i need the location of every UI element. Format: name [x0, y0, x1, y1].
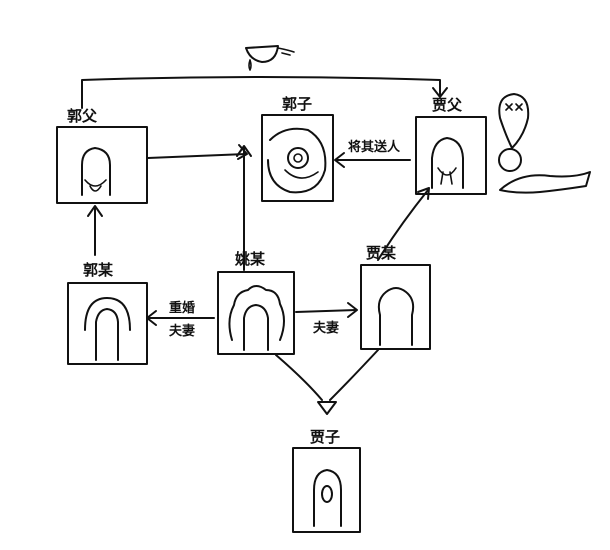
label-jia-mou: 贾某 [366, 244, 397, 262]
dead-face-icon [498, 93, 530, 149]
node-yao-mou [217, 271, 295, 355]
label-jia-son: 贾子 [310, 428, 340, 446]
edge-label-remarriage-couple: 夫妻 [169, 323, 195, 339]
label-guo-mou: 郭某 [83, 261, 114, 279]
label-guo-father: 郭父 [67, 107, 98, 125]
node-jia-father [415, 116, 487, 195]
label-yao-mou: 姚某 [234, 250, 266, 268]
node-guo-mou [67, 282, 148, 365]
connector-parents-jiason [275, 349, 379, 415]
node-jia-son [292, 447, 361, 533]
node-guo-father [56, 126, 148, 204]
connector-guofather-guoson [147, 144, 248, 160]
node-jia-mou [360, 264, 431, 350]
connector-jiafather-guoson [334, 152, 411, 168]
node-guo-son [261, 114, 334, 202]
edge-label-send-away: 将其送人 [348, 139, 401, 155]
connector-guofather-jiafather [81, 76, 448, 109]
label-guo-son: 郭子 [282, 95, 312, 113]
connector-yaomou-jiamou [295, 302, 358, 318]
connector-guomou-guofather [87, 205, 103, 256]
connector-yaomou-guoson [236, 145, 252, 271]
edge-label-spouse: 夫妻 [313, 320, 339, 336]
pouring-bowl-icon [245, 45, 295, 71]
edge-label-remarriage: 重婚 [169, 300, 195, 316]
collapsed-person-icon [498, 148, 591, 194]
label-jia-father: 贾父 [432, 96, 463, 114]
connector-jiamou-jiafather [377, 187, 430, 261]
